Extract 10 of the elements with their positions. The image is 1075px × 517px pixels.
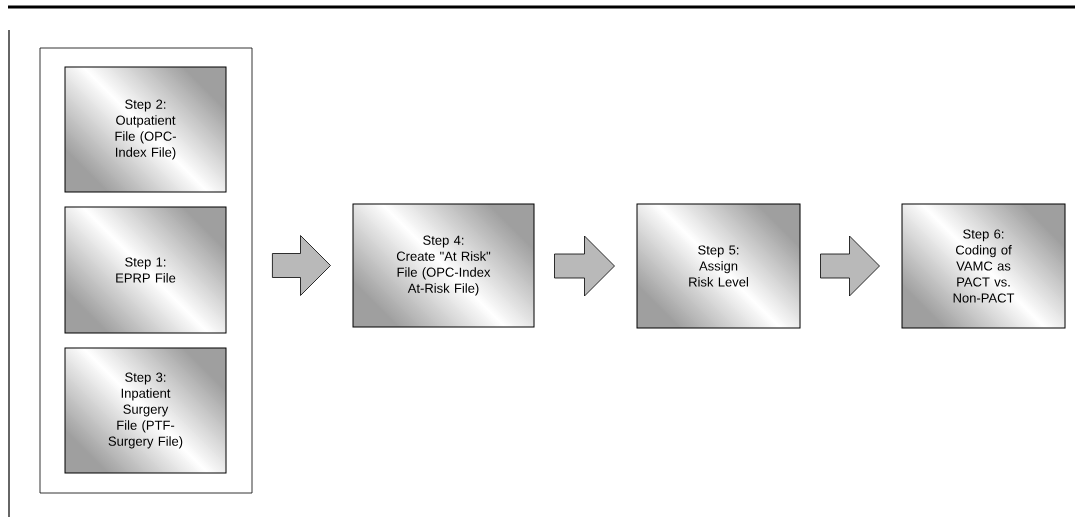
step-box: Step 1: EPRP File [64,206,227,334]
step-box: Step 2: Outpatient File (OPC-Index File) [64,66,227,193]
step-box: Step 4: Create "At Risk" File (OPC-Index At-Risk File) [352,203,535,328]
step-box: Step 5: Assign Risk Level [636,203,801,329]
block-arrow [820,235,880,297]
step-box: Step 6: Coding of VAMC as PACT vs. Non-PACT [901,203,1066,329]
group-box [39,47,253,494]
block-arrow [554,235,615,297]
step-box: Step 3: Inpatient Surgery File (PTF-Surgery File) [64,347,227,474]
block-arrow [272,235,331,296]
